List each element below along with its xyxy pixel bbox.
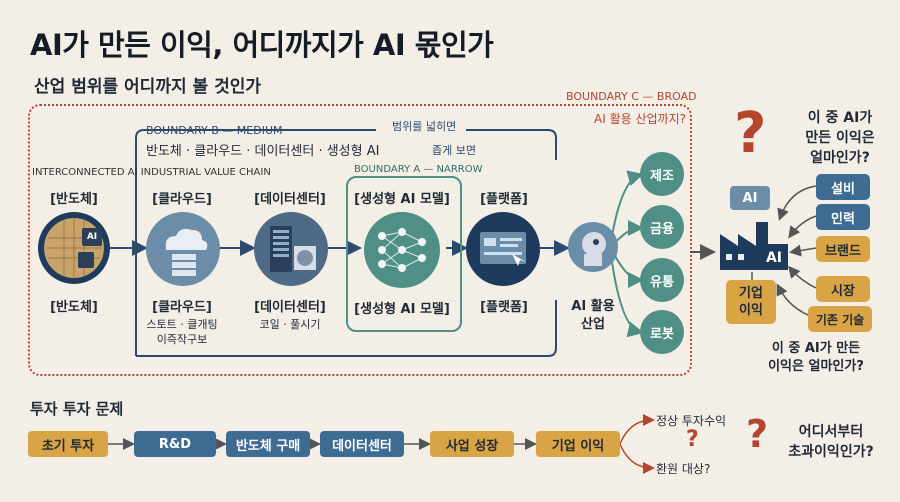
- chain-node-top-label: [생성형 AI 모델]: [354, 192, 450, 207]
- ai-industry-label: AI 활용 산업: [571, 299, 615, 332]
- chain-node-bottom-label: [데이터센터]: [254, 300, 326, 315]
- boundary-c-label: BOUNDARY C — BROAD: [566, 90, 697, 103]
- ai-industry-node: [568, 222, 618, 272]
- boundary-a-frame: [346, 176, 462, 332]
- chain-node-bottom-label: [생성형 AI 모델]: [354, 302, 450, 317]
- chip-ai-label: AI: [86, 232, 98, 242]
- neural-network-icon: [378, 228, 426, 272]
- datacenter-node: [254, 212, 328, 286]
- flow-datacenter: 데이터센터: [320, 431, 404, 457]
- input-workforce: 인력: [816, 204, 870, 230]
- chain-node-bottom-label: [클라우드]: [152, 300, 212, 315]
- chain-node-top-label: [반도체]: [50, 192, 98, 207]
- boundary-b-label: BOUNDARY B — MEDIUM: [146, 124, 283, 137]
- page-title: AI가 만든 이익, 어디까지가 AI 몫인가: [30, 28, 494, 62]
- question-mark-icon: ?: [686, 427, 699, 452]
- value-chain-label: INTERCONNECTED AI INDUSTRIAL VALUE CHAIN: [32, 167, 271, 178]
- input-brand: 브랜드: [816, 236, 870, 262]
- input-existing-tech: 기존 기술: [808, 306, 872, 332]
- outcome-normal-return: 정상 투자수익: [656, 414, 727, 428]
- sector-robotics: 로봇: [640, 310, 684, 354]
- flow-rnd: R&D: [134, 431, 216, 457]
- flow-chip-purchase: 반도체 구매: [226, 431, 310, 457]
- platform-screen-icon: [480, 232, 526, 266]
- chain-node-top-label: [데이터센터]: [254, 192, 326, 207]
- chain-node-top-label: [플랫폼]: [480, 192, 528, 207]
- input-market: 시장: [816, 276, 870, 302]
- sector-finance: 금융: [640, 205, 684, 249]
- chain-node-sublabel: 스토트 · 클개팅 이즉작구보: [146, 318, 218, 346]
- chain-node-sublabel: 코일 · 풀시기: [259, 318, 321, 331]
- excess-profit-question: 어디서부터 초과이익인가?: [788, 424, 874, 460]
- note-widen: 범위를 넓히면: [392, 120, 457, 133]
- bottom-section-title: 투자 투자 문제: [30, 400, 124, 418]
- flow-company-profit: 기업 이익: [536, 431, 620, 457]
- boundary-a-label: BOUNDARY A — NARROW: [354, 164, 483, 175]
- chain-node-bottom-label: [플랫폼]: [480, 300, 528, 315]
- cloud-server-icon: [165, 228, 208, 276]
- input-equipment: 설비: [816, 174, 870, 200]
- note-narrow: 좁게 보면: [432, 144, 476, 157]
- question-mark-icon: ?: [746, 412, 769, 456]
- factory-ai-label: AI: [765, 250, 783, 266]
- sector-retail: 유통: [640, 258, 684, 302]
- question-bottom: 이 중 AI가 만든 이익은 얼마인가?: [768, 341, 864, 374]
- semiconductor-node: AI: [38, 212, 110, 284]
- chain-node-bottom-label: [반도체]: [50, 300, 98, 315]
- flow-initial-investment: 초기 투자: [28, 431, 108, 457]
- boundary-b-items: 반도체 · 클라우드 · 데이터센터 · 생성형 AI: [146, 144, 380, 159]
- generative-ai-node: [364, 212, 440, 288]
- outcome-redistribution: 환원 대상?: [656, 462, 711, 476]
- server-rack-icon: [270, 226, 316, 272]
- chain-node-top-label: [클라우드]: [152, 192, 212, 207]
- platform-node: [466, 212, 540, 286]
- sector-manufacturing: 제조: [640, 152, 684, 196]
- boundary-c-note: AI 활용 산업까지?: [594, 112, 686, 126]
- question-top: 이 중 AI가 만든 이익은 얼마인가?: [805, 110, 875, 166]
- ai-tag: AI: [730, 186, 770, 210]
- question-mark-icon: ?: [734, 101, 767, 166]
- company-profit-box: 기업 이익: [726, 280, 776, 324]
- cloud-node: [146, 212, 220, 286]
- boundary-c-frame: [28, 104, 692, 376]
- page-subtitle: 산업 범위를 어디까지 볼 것인가: [34, 77, 261, 97]
- flow-business-growth: 사업 성장: [430, 431, 514, 457]
- factory-icon: AI: [716, 214, 790, 272]
- robot-head-icon: [582, 232, 606, 266]
- boundary-b-frame: [135, 129, 300, 356]
- chip-icon: [44, 218, 104, 278]
